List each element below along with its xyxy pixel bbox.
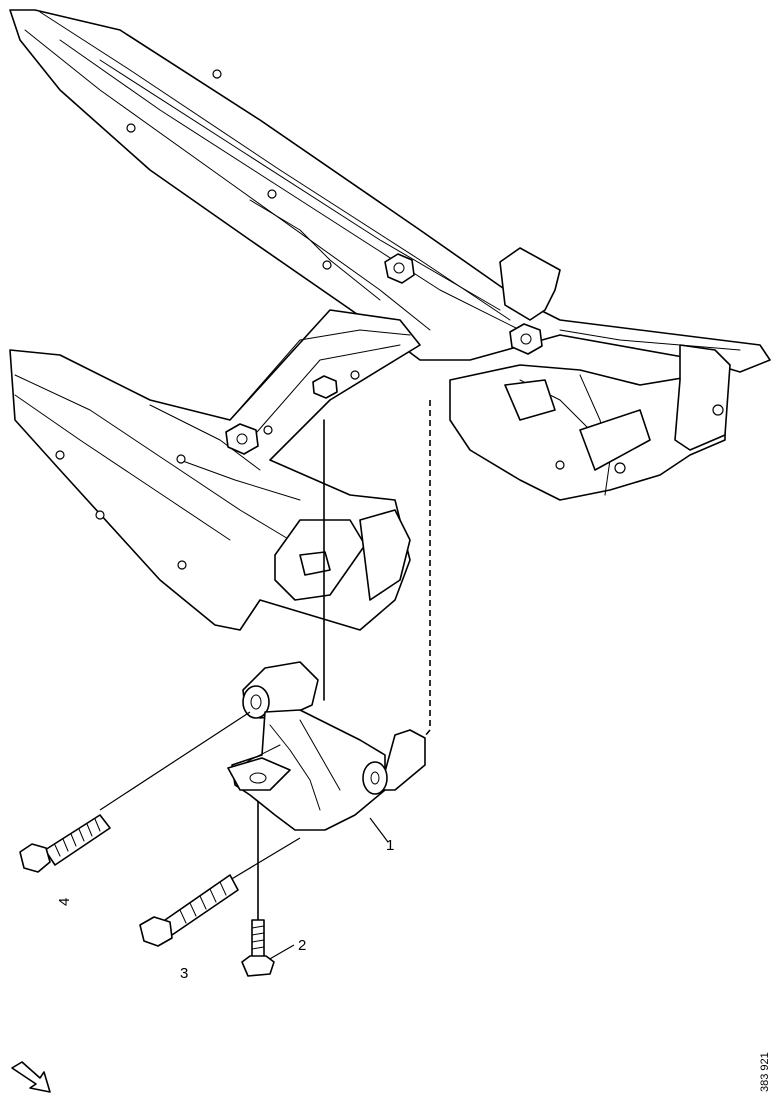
upper-frame-rail <box>9 9 771 373</box>
callout-3: 3 <box>180 965 188 982</box>
bolt-part-2 <box>241 919 275 977</box>
callout-2: 2 <box>298 937 306 954</box>
leader-lines <box>99 711 389 961</box>
callout-1: 1 <box>386 837 394 854</box>
lower-frame-rail <box>9 309 421 631</box>
bolt-part-3 <box>139 874 239 947</box>
bolt-part-4 <box>19 814 111 873</box>
right-crossmember-bracket <box>449 344 731 501</box>
engine-mount-part-1 <box>227 661 426 831</box>
figure-reference-code: 383 921 <box>759 1052 771 1092</box>
direction-arrow-icon <box>11 1061 51 1093</box>
callout-4: 4 <box>56 898 73 906</box>
